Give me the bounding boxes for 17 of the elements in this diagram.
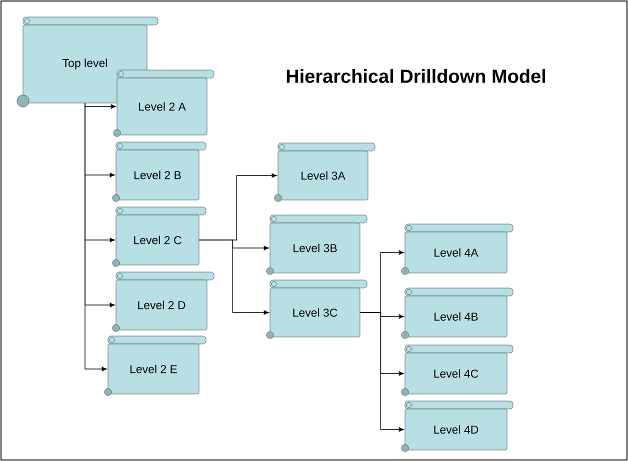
arrow: [198, 240, 269, 315]
scroll-box: Level 2 E: [104, 336, 206, 396]
scroll-box: Level 2 D: [112, 272, 214, 332]
title: Hierarchical Drilldown Model: [286, 69, 546, 83]
arrow: [360, 312, 404, 432]
scroll-box: Level 2 B: [112, 142, 206, 202]
scroll-box: Level 4C: [401, 344, 514, 396]
scroll-box: Level 4B: [401, 288, 514, 339]
arrow: [84, 102, 116, 109]
scroll-box: Level 3A: [274, 142, 376, 202]
arrow: [84, 102, 107, 372]
scroll-box: Level 3C: [266, 280, 368, 339]
scroll-box: Level 4A: [401, 224, 514, 275]
scroll-box: Level 4D: [401, 400, 514, 452]
scroll-box: Level 2 C: [112, 206, 206, 267]
scroll-box: Level 3B: [266, 214, 368, 275]
scroll-box: Level 2 A: [113, 70, 214, 137]
